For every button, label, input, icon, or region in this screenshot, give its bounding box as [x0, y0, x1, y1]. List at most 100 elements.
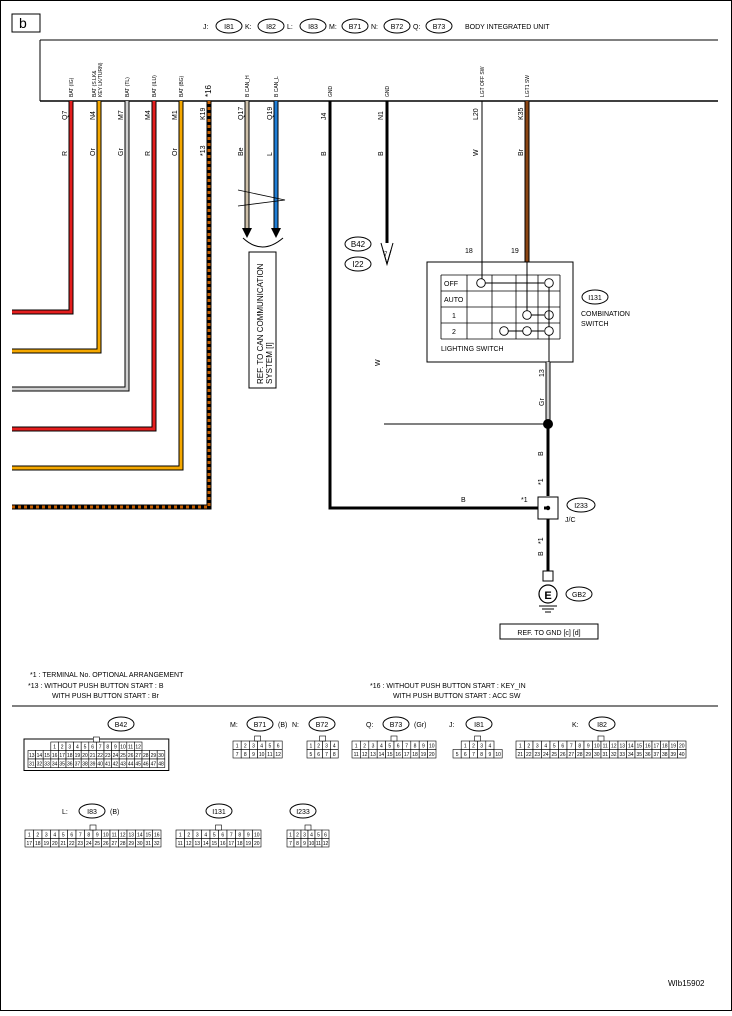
connector-pin: 26	[560, 752, 566, 758]
connector-pin: 33	[619, 752, 625, 758]
pin-label-0: BAT (IG)	[69, 77, 75, 97]
note-1: *1 : TERMINAL No. OPTIONAL ARRANGEMENT	[30, 672, 184, 679]
connector-pin: 8	[296, 841, 299, 847]
pin-color-7: L	[267, 152, 274, 156]
connector-pin: 11	[178, 841, 183, 847]
connector-pin: 40	[97, 761, 103, 767]
connector-code: B73	[390, 722, 403, 729]
connector-pin: 27	[135, 753, 141, 759]
unit-prefix-5: Q:	[413, 24, 420, 31]
connector-pin: 35	[636, 752, 642, 758]
connector-pin: 12	[186, 841, 192, 847]
unit-code-oval	[383, 18, 411, 34]
unit-prefix-1: K:	[245, 24, 252, 31]
connector-pin: 4	[333, 743, 336, 749]
pin-label-8: GND	[328, 86, 334, 98]
unit-code-3: B71	[349, 24, 362, 31]
connector-pin: 39	[90, 761, 96, 767]
wire-m7-gray	[12, 101, 129, 391]
jc-name: J/C	[565, 517, 576, 524]
pin-color-1: Or	[90, 148, 97, 156]
connector-pin: 14	[203, 841, 209, 847]
connector-pin: 46	[143, 761, 149, 767]
connector-oval	[246, 716, 274, 732]
connector-pin: 27	[111, 841, 117, 847]
connector-pin: 13	[194, 841, 200, 847]
connector-pin: 3	[68, 744, 71, 750]
connector-prefix: N:	[292, 722, 299, 729]
pin-color-2: Gr	[118, 148, 125, 156]
i131-oval	[581, 289, 609, 305]
wire-gr-label: Gr	[539, 398, 546, 406]
connector-pin: 10	[429, 743, 435, 749]
pin-label-6: B CAN_H	[245, 75, 251, 97]
pin-terminal-0: Q7	[62, 111, 69, 120]
can-ref-text: REF. TO CAN COMMUNICATION SYSTEM [I]	[256, 261, 274, 384]
wire-m4-outline	[12, 101, 157, 432]
note-13a: *13 : WITHOUT PUSH BUTTON START : B	[28, 683, 164, 690]
connector-pin: 13	[619, 743, 625, 749]
connector-pin: 28	[577, 752, 583, 758]
connector-pin: 16	[395, 752, 401, 758]
connector-pin: 6	[70, 832, 73, 838]
connector-pin: 15	[387, 752, 393, 758]
pin-label-2: BAT (TL)	[125, 77, 131, 97]
wire-b-top-label: B	[538, 451, 545, 456]
pin-label-9: GND	[385, 86, 391, 98]
connector-pin: 12	[135, 744, 141, 750]
connector-pin: 30	[594, 752, 600, 758]
connector-pin: 2	[36, 832, 39, 838]
connector-pin: 7	[570, 743, 573, 749]
ground-circle	[538, 584, 558, 604]
connector-pin: 41	[105, 761, 111, 767]
connector-pin: 3	[45, 832, 48, 838]
b42-connector-mark-inner	[382, 249, 392, 266]
note-16a: *16 : WITHOUT PUSH BUTTON START : KEY_IN	[370, 683, 526, 690]
connector-pin: 3	[480, 743, 483, 749]
connector-pin: 6	[317, 752, 320, 758]
b42-code: B42	[351, 240, 366, 249]
pin-label-11: LGT1 SW	[525, 75, 531, 97]
connector-pin: 26	[103, 841, 109, 847]
connector-pin: 8	[106, 744, 109, 750]
combination-switch-name-2: SWITCH	[581, 321, 609, 328]
connector-pin: 23	[534, 752, 540, 758]
pin-color-10: W	[473, 149, 480, 156]
wire-n4-orange	[12, 101, 101, 353]
connector-oval	[289, 803, 317, 819]
note-16b: WITH PUSH BUTTON START : ACC SW	[393, 693, 521, 700]
connector-pin: 15	[44, 753, 50, 759]
figure-id: WIb15902	[668, 979, 705, 988]
connector-pin: 9	[422, 743, 425, 749]
connector-pin: 45	[135, 761, 141, 767]
wire-q7-red	[12, 101, 73, 314]
switch-row-3: 2	[452, 329, 456, 336]
unit-prefix-3: M:	[329, 24, 337, 31]
connector-pin: 17	[59, 753, 65, 759]
connector-pin: 8	[480, 752, 483, 758]
connector-suffix: (B)	[278, 722, 287, 729]
connector-pin: 9	[587, 743, 590, 749]
i22-code: I22	[352, 260, 364, 269]
pin-label-5: *16	[204, 84, 213, 97]
pin-terminal-8: J4	[321, 113, 328, 121]
connector-pin: 7	[236, 752, 239, 758]
page-label: b	[19, 15, 27, 31]
i233-oval	[566, 497, 596, 513]
pin-color-5: *13	[200, 145, 207, 156]
connector-pin: 2	[61, 744, 64, 750]
connector-pin: 21	[90, 753, 96, 759]
connector-pin: 10	[103, 832, 109, 838]
pin-label-3: BAT (ILU)	[152, 75, 158, 97]
connector-pin: 3	[196, 832, 199, 838]
switch-row-2: 1	[452, 313, 456, 320]
b42-oval	[344, 236, 372, 252]
connector-pin: 20	[82, 753, 88, 759]
connector-pin: 17	[26, 841, 32, 847]
connector-code: B42	[115, 722, 128, 729]
connector-pin: 1	[236, 743, 239, 749]
